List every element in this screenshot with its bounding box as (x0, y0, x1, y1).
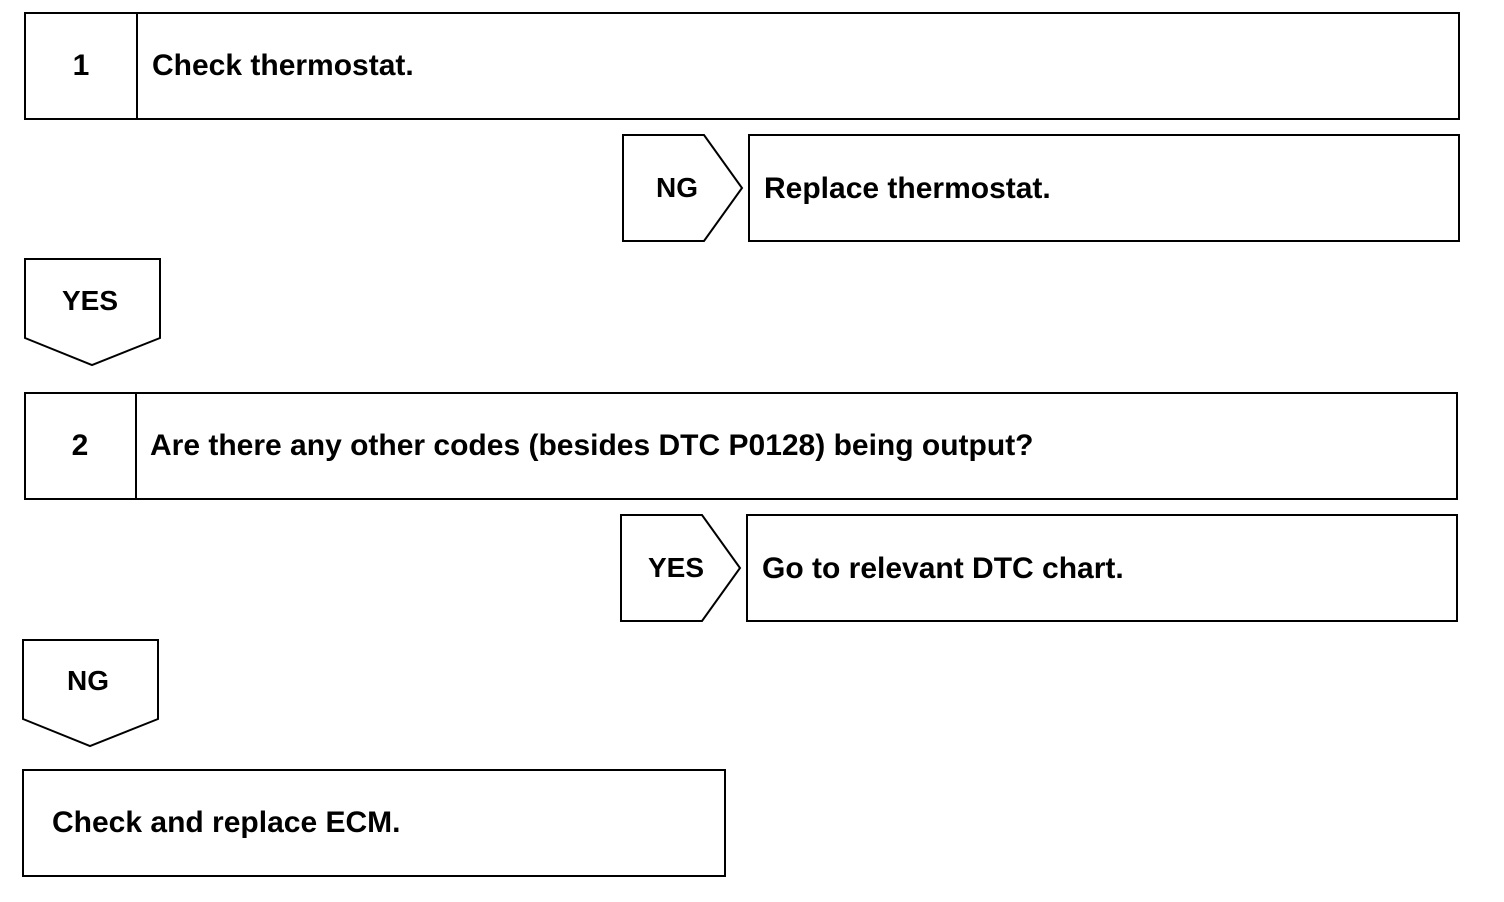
branch-2-label: YES (647, 552, 705, 583)
branch-1-result-text: Replace thermostat. (764, 172, 1051, 205)
branch-2-arrow-tag (620, 514, 742, 622)
final-box (22, 769, 726, 877)
branch-2-result-text: Go to relevant DTC chart. (762, 552, 1124, 585)
step-2-number: 2 (71, 429, 89, 462)
step-2-text: Are there any other codes (besides DTC P… (150, 429, 1034, 462)
branch-1-arrow-tag (622, 134, 744, 242)
step-1-box (24, 12, 1460, 120)
step-2-divider (135, 392, 137, 500)
down-arrow-2-label: NG (67, 665, 109, 696)
step-1-number: 1 (72, 49, 90, 82)
branch-1-label: NG (656, 172, 698, 203)
down-arrow-1 (24, 258, 161, 367)
branch-1-result-box (748, 134, 1460, 242)
branch-2-result-box (746, 514, 1458, 622)
final-text: Check and replace ECM. (52, 806, 401, 839)
down-arrow-2 (22, 639, 159, 748)
step-1-divider (136, 12, 138, 120)
step-2-box (24, 392, 1458, 500)
step-1-text: Check thermostat. (152, 49, 414, 82)
down-arrow-1-label: YES (61, 285, 119, 316)
